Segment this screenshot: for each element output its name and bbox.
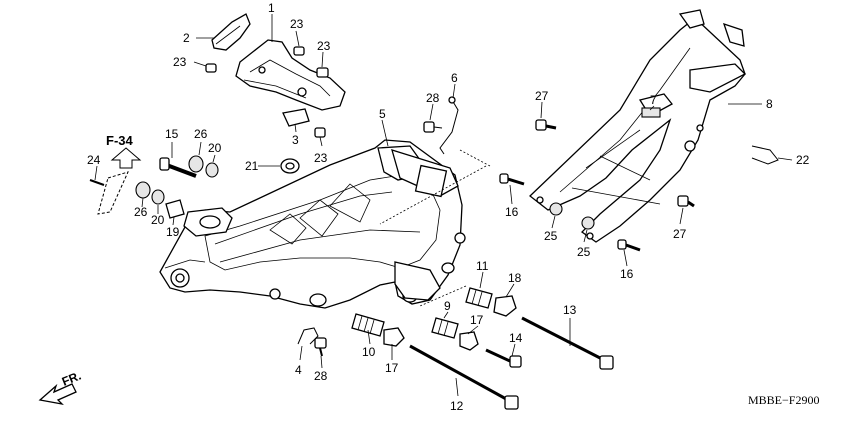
callout-21: 21 — [245, 159, 259, 173]
bolt-part-13 — [521, 316, 614, 370]
nut-part-23-a — [293, 46, 305, 56]
callout-23-b: 23 — [317, 39, 331, 53]
callout-4: 4 — [295, 363, 302, 377]
callout-17-a: 17 — [385, 361, 399, 375]
nut-part-17-a — [383, 327, 405, 347]
collar-part-26-a — [188, 155, 204, 173]
callout-16-b: 16 — [620, 267, 634, 281]
bolt-part-28-b — [314, 337, 327, 357]
callout-6: 6 — [451, 71, 458, 85]
grommet-part-21 — [280, 158, 300, 174]
bolt-part-27-a — [535, 119, 557, 131]
nut-part-23-c — [205, 63, 217, 73]
callout-labels: 1 2 3 4 5 6 7 8 9 10 11 12 13 14 15 16 1… — [60, 1, 820, 413]
callout-8: 8 — [766, 97, 773, 111]
nut-part-25-b — [581, 216, 595, 230]
bolt-part-24 — [89, 179, 105, 186]
wire-part-6 — [439, 96, 459, 155]
callout-23-d: 23 — [314, 151, 328, 165]
label-part-7 — [641, 107, 661, 118]
callout-25-b: 25 — [577, 245, 591, 259]
callout-11: 11 — [476, 259, 489, 273]
bolt-part-28-a — [423, 121, 443, 133]
callout-2: 2 — [183, 31, 190, 45]
callout-27-b: 27 — [673, 227, 687, 241]
callout-17-b: 17 — [470, 313, 484, 327]
callout-25-a: 25 — [544, 229, 558, 243]
harness-part-22 — [751, 145, 779, 165]
bushing-part-10 — [351, 313, 385, 337]
bolt-part-14 — [485, 348, 522, 368]
callout-5: 5 — [379, 107, 386, 121]
bushing-part-9 — [431, 317, 459, 339]
callout-18: 18 — [508, 271, 522, 285]
bolt-part-12 — [409, 344, 519, 410]
callout-12: 12 — [450, 399, 464, 413]
callout-20-b: 20 — [151, 213, 165, 227]
callout-20-a: 20 — [208, 141, 222, 155]
collar-part-19 — [165, 199, 185, 219]
callout-16-a: 16 — [505, 205, 519, 219]
reference-page-label: F-34 — [106, 133, 134, 148]
leader-lines — [94, 14, 793, 397]
callout-26-b: 26 — [134, 205, 148, 219]
callout-23-a: 23 — [290, 17, 304, 31]
callout-3: 3 — [292, 133, 299, 147]
main-frame-part-5 — [159, 139, 466, 309]
callout-27-a: 27 — [535, 89, 549, 103]
callout-10: 10 — [362, 345, 376, 359]
callout-13: 13 — [563, 303, 577, 317]
callout-26-a: 26 — [194, 127, 208, 141]
reference-marker — [97, 147, 142, 215]
front-direction-arrow-icon — [38, 383, 77, 406]
bracket-part-1 — [235, 39, 346, 111]
bushing-part-11 — [465, 287, 493, 309]
callout-9: 9 — [444, 299, 451, 313]
bolt-part-16-b — [617, 239, 641, 252]
callout-15: 15 — [165, 127, 179, 141]
bolt-part-16-a — [499, 173, 525, 186]
callout-28-a: 28 — [426, 91, 440, 105]
nut-part-17-b — [459, 331, 479, 351]
callout-28-b: 28 — [314, 369, 328, 383]
bolt-part-15 — [159, 157, 197, 178]
collar-part-26-b — [135, 181, 151, 199]
callout-7: 7 — [650, 93, 657, 107]
callout-23-c: 23 — [173, 55, 187, 69]
callout-1: 1 — [268, 1, 275, 15]
collar-part-20-b — [151, 189, 165, 205]
diagram-reference-code: MBBE−F2900 — [748, 393, 819, 407]
nut-part-23-d — [314, 127, 326, 138]
callout-19: 19 — [166, 225, 180, 239]
nut-part-25-a — [549, 202, 563, 216]
callout-14: 14 — [509, 331, 523, 345]
callout-24: 24 — [87, 153, 101, 167]
callout-22: 22 — [796, 153, 810, 167]
nut-part-23-b — [316, 67, 329, 78]
collar-part-20-a — [205, 162, 219, 178]
nut-part-18 — [493, 295, 517, 317]
front-direction-label: FR. — [60, 369, 83, 389]
clip-part-2 — [211, 13, 251, 51]
bolt-part-27-b — [677, 195, 695, 208]
rubber-part-3 — [282, 108, 310, 127]
